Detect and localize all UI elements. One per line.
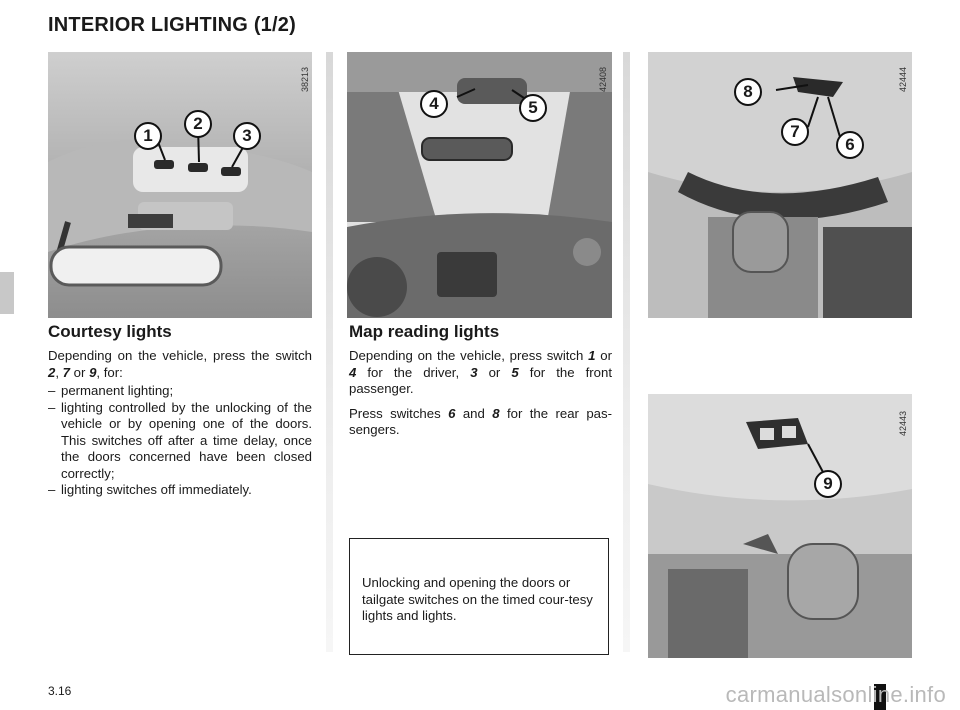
rear-lamp-illustration	[648, 394, 912, 658]
callout-7: 7	[781, 118, 809, 146]
section-tab	[0, 272, 14, 314]
callout-5: 5	[519, 94, 547, 122]
section-heading-map: Map reading lights	[349, 322, 500, 341]
map-paragraph-2: Press switches 6 and 8 for the rear pas-…	[349, 405, 612, 438]
note-text: Unlocking and opening the doors or tailg…	[362, 575, 593, 623]
map-body: Depending on the vehicle, press switch 1…	[349, 348, 612, 447]
figure-ref-42444: 42444	[898, 66, 908, 92]
list-item: lighting controlled by the unlocking of …	[48, 400, 312, 483]
figure-ref-42408: 42408	[598, 66, 608, 92]
callout-2: 2	[184, 110, 212, 138]
list-item: lighting switches off immediately.	[48, 482, 312, 499]
section-heading-courtesy: Courtesy lights	[48, 322, 172, 341]
page-title: INTERIOR LIGHTING (1/2)	[48, 14, 296, 36]
callout-3: 3	[233, 122, 261, 150]
callout-8: 8	[734, 78, 762, 106]
figure-front-console: 1 2 3	[48, 52, 312, 318]
courtesy-list: permanent lighting; lighting controlled …	[48, 383, 312, 499]
figure-dashboard: 4 5	[347, 52, 612, 318]
callout-9: 9	[814, 470, 842, 498]
page-number: 3.16	[48, 684, 72, 698]
figure-rear-roof-console: 8 7 6	[648, 52, 912, 318]
overhead-console-illustration	[48, 52, 312, 318]
figure-ref-42443: 42443	[898, 410, 908, 436]
figure-rear-lamp: 9	[648, 394, 912, 658]
callout-6: 6	[836, 131, 864, 159]
callout-1: 1	[134, 122, 162, 150]
figure-ref-38213: 38213	[300, 66, 310, 92]
note-box: Unlocking and opening the doors or tailg…	[349, 538, 609, 655]
map-paragraph-1: Depending on the vehicle, press switch 1…	[349, 348, 613, 396]
watermark: carmanualsonline.info	[725, 682, 946, 707]
page-corner-marker	[874, 684, 886, 710]
rear-roof-illustration	[648, 52, 912, 318]
dashboard-illustration	[347, 52, 612, 318]
column-divider	[623, 52, 630, 652]
courtesy-body: Depending on the vehicle, press the swit…	[48, 348, 312, 499]
courtesy-intro: Depending on the vehicle, press the swit…	[48, 348, 312, 380]
list-item: permanent lighting;	[48, 383, 312, 400]
column-divider	[326, 52, 333, 652]
callout-4: 4	[420, 90, 448, 118]
